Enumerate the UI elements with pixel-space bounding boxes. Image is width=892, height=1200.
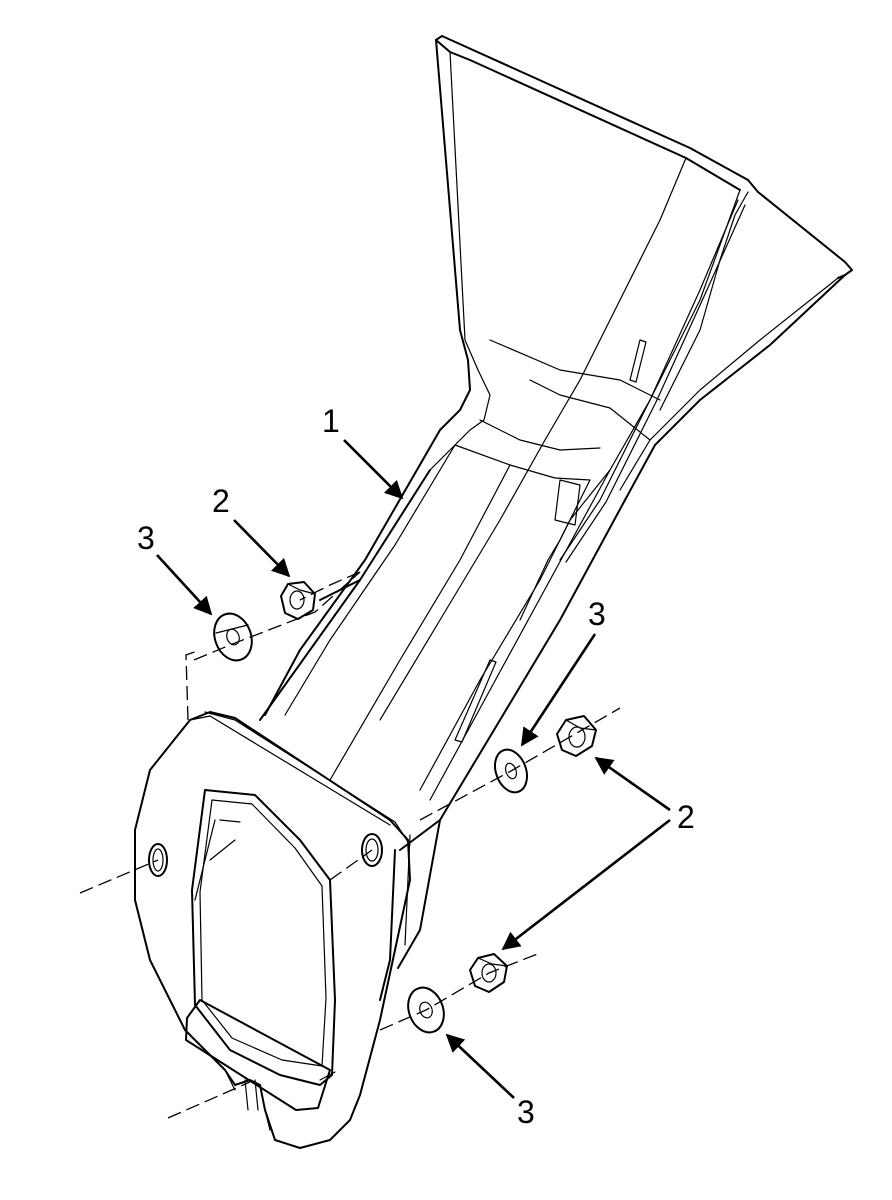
callout-label-2-right: 2 bbox=[677, 799, 695, 835]
callout-1: 1 bbox=[322, 403, 404, 500]
nut-middle-right bbox=[556, 715, 597, 757]
callout-3-upper-left: 3 bbox=[137, 520, 213, 616]
duct-part bbox=[134, 35, 853, 1149]
callout-2-right: 2 bbox=[501, 756, 695, 951]
washer-upper-left bbox=[213, 612, 253, 662]
callout-label-3-middle-right: 3 bbox=[588, 596, 606, 632]
callout-2-upper: 2 bbox=[212, 483, 291, 578]
callout-label-3-upper-left: 3 bbox=[137, 520, 155, 556]
nut-upper-left bbox=[280, 581, 316, 620]
callout-label-2-upper: 2 bbox=[212, 483, 230, 519]
fastener-axis-lines bbox=[79, 571, 621, 1119]
callout-label-1: 1 bbox=[322, 403, 340, 439]
callout-3-bottom: 3 bbox=[445, 1033, 535, 1130]
callout-label-3-bottom: 3 bbox=[517, 1094, 535, 1130]
callout-3-middle-right: 3 bbox=[520, 596, 606, 747]
nut-lower-right bbox=[469, 953, 508, 993]
washer-middle-right bbox=[494, 748, 528, 794]
